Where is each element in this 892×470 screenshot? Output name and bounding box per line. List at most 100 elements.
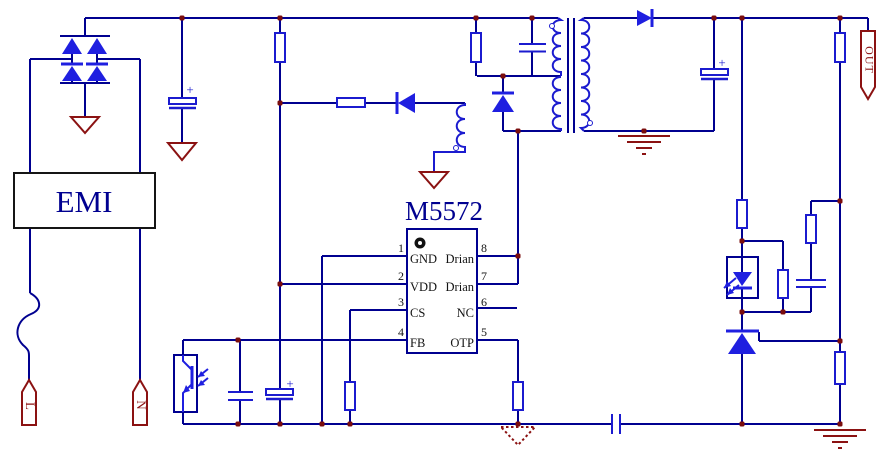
pin-number: 6 (481, 295, 487, 309)
output-capacitor (700, 68, 729, 81)
plus-sign: + (186, 82, 193, 97)
emi-box (13, 172, 156, 229)
pin-name: FB (410, 336, 425, 350)
primary-winding (551, 17, 565, 131)
emi-label: EMI (56, 184, 113, 219)
wire-input-lines (28, 228, 141, 380)
fuse-squiggle (16, 292, 41, 357)
pin-number: 1 (398, 241, 404, 255)
compensation-capacitor (796, 279, 826, 288)
bridge-rectifier (61, 38, 108, 81)
junction-dots (179, 15, 843, 427)
wire-ic-left (183, 255, 407, 424)
opto-transistor-box (173, 354, 198, 413)
pin-name: GND (410, 252, 437, 266)
junction-dot (837, 338, 843, 344)
aux-diode-triangle (398, 93, 415, 113)
junction-dot (780, 309, 786, 315)
pin-number: 7 (481, 269, 487, 283)
bridge-diode-icon (62, 66, 82, 81)
junction-dot (837, 421, 843, 427)
bridge-diode-icon (87, 38, 107, 54)
wire-snubber (475, 18, 561, 132)
aux-winding-coil (433, 103, 466, 172)
line-port-flag (21, 378, 37, 426)
neutral-port-label: N (134, 400, 149, 410)
pin-name: CS (410, 306, 425, 320)
opto-bias-resistor (777, 269, 789, 299)
junction-dot (515, 253, 521, 259)
out-cap-plate-top (700, 68, 729, 76)
optocoupler-led (723, 256, 759, 299)
otp-resistor (512, 381, 524, 411)
neutral-port-flag (132, 378, 148, 426)
pin-number: 5 (481, 325, 487, 339)
wire-bridge-net (29, 18, 141, 173)
pin1-marker-hole-icon (418, 241, 422, 245)
wire-drain (477, 130, 561, 285)
transformer-core (567, 18, 575, 133)
junction-dot (277, 100, 283, 106)
snubber-capacitor (519, 43, 546, 53)
capacitors (168, 43, 826, 434)
junction-dot (179, 15, 185, 21)
ground-bulk-cap-icon (165, 142, 199, 162)
pin-name: Drian (446, 280, 475, 294)
junction-dot (500, 73, 506, 79)
cs-resistor (344, 381, 356, 411)
aux-polarity-dot-icon (453, 145, 459, 151)
emi-filter-block: EMI (13, 172, 156, 229)
pin-name: NC (457, 306, 474, 320)
junction-dot (473, 15, 479, 21)
shunt-regulator-triangle (728, 333, 756, 354)
ground-aux-icon (417, 171, 451, 190)
bridge-diode-icon (87, 66, 107, 81)
arrowhead-icon (724, 281, 731, 288)
resistors (274, 32, 846, 411)
junction-dot (739, 15, 745, 21)
junction-dot (515, 421, 521, 427)
vdd-series-resistor (336, 97, 366, 108)
opto-led-triangle (733, 272, 752, 286)
vdd-cap-plate-top (265, 388, 294, 396)
junction-dot (347, 421, 353, 427)
junction-dot (235, 337, 241, 343)
junction-dot (641, 128, 647, 134)
junction-dot (529, 15, 535, 21)
polarity-marks: + + + (186, 55, 725, 391)
line-port-label: L (23, 402, 38, 410)
startup-resistor (274, 32, 286, 63)
bulk-capacitor (168, 97, 197, 110)
ic-body (406, 228, 478, 354)
aux-rectifier-diode (395, 92, 415, 114)
junction-dot (711, 15, 717, 21)
primary-polarity-dot-icon (549, 23, 555, 29)
fb-capacitor (228, 391, 253, 401)
grounds (68, 116, 866, 449)
bridge-diode-icon (62, 38, 82, 54)
pin-name: VDD (410, 280, 437, 294)
divider-lower-resistor (834, 351, 846, 385)
clamp-diode-triangle (492, 95, 514, 112)
aux-winding (433, 103, 466, 172)
plus-sign: + (718, 55, 725, 70)
wire-feedback-right (741, 18, 841, 424)
arrowhead-icon (198, 371, 205, 377)
junction-dot (277, 421, 283, 427)
wire-ic-right (477, 307, 519, 424)
junction-dot (235, 421, 241, 427)
snubber-resistor (470, 32, 482, 63)
junction-dot (319, 421, 325, 427)
output-port-flag (860, 30, 876, 101)
compensation-resistor (805, 214, 817, 244)
pin-number: 8 (481, 241, 487, 255)
bulk-cap-plate-top (168, 97, 197, 105)
arrowhead-icon (727, 288, 734, 295)
ground-primary-dotted-icon (498, 426, 538, 447)
controller-ic: M5572 1 2 3 4 8 7 6 5 GND VDD CS FB Dria… (398, 196, 487, 354)
clamp-diode (492, 91, 514, 112)
opto-led-resistor (736, 199, 748, 229)
ports: L N OUT (21, 30, 876, 426)
ground-bridge-icon (68, 116, 102, 135)
